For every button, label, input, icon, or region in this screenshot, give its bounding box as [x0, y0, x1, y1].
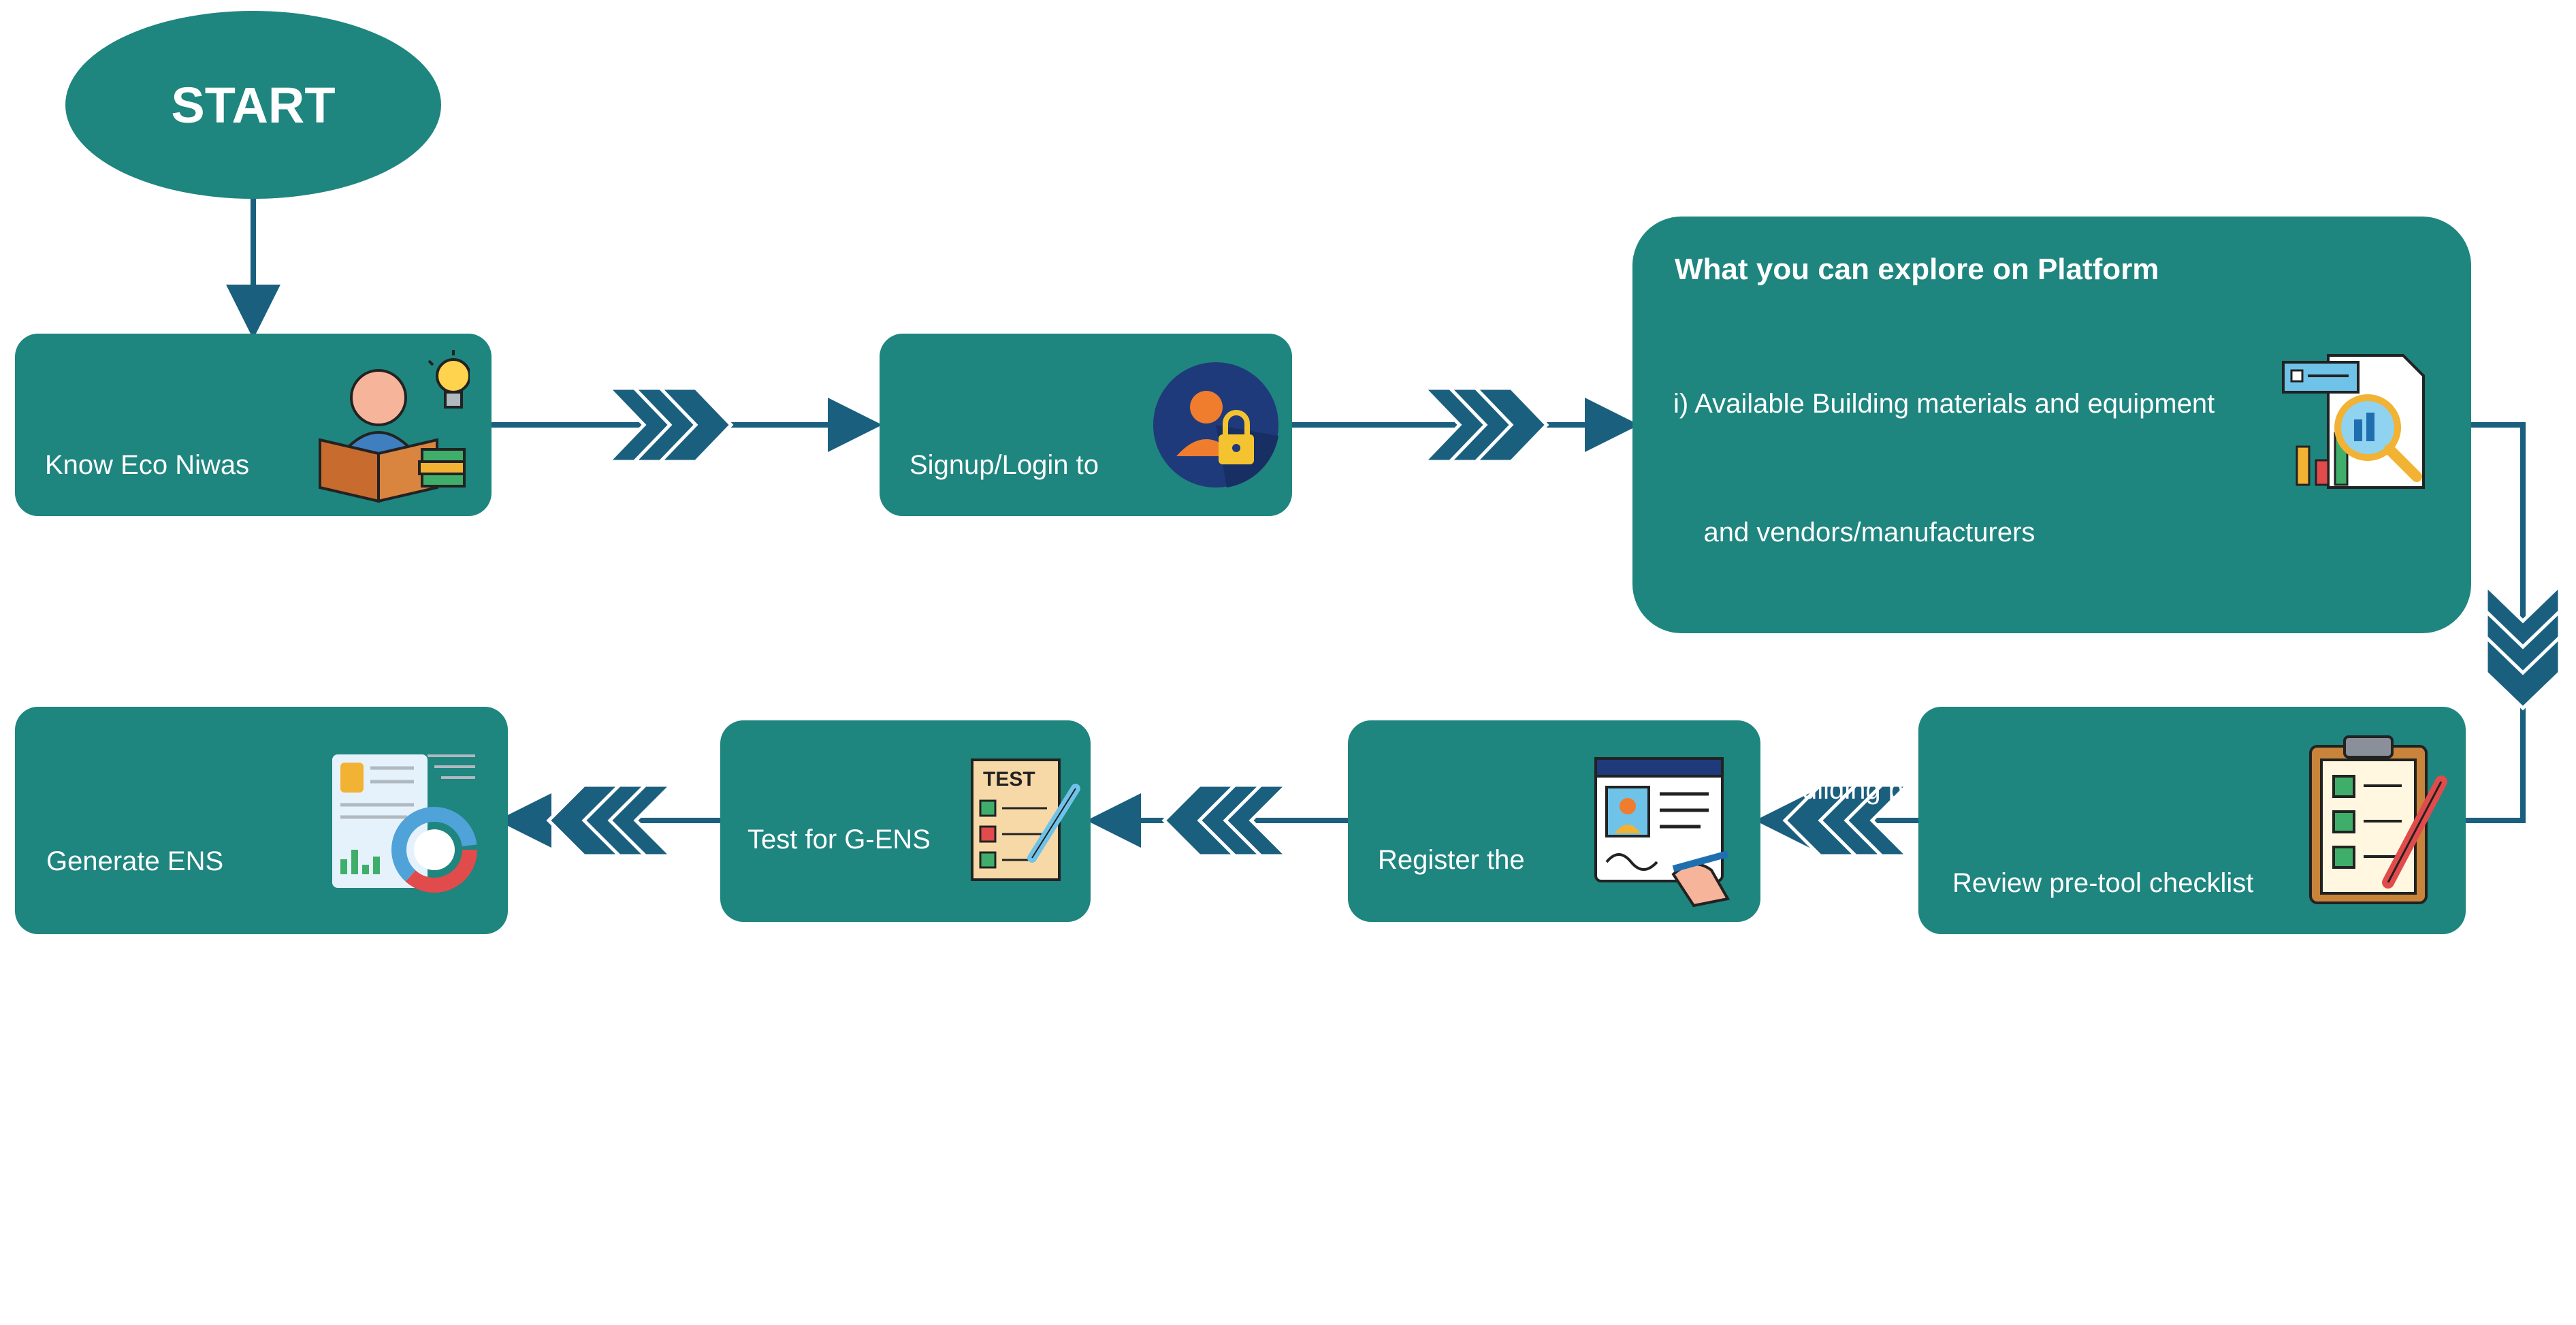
start-node: START	[65, 11, 441, 199]
step-test-line-2: compliance	[747, 951, 886, 981]
step-know-line-1: Know Eco Niwas	[45, 450, 250, 480]
step-review-line-2: for collating input data	[1952, 995, 2219, 1025]
step-generate-line-2: compliance report	[46, 973, 271, 1003]
step-review-line-1: Review pre-tool checklist	[1952, 868, 2254, 898]
chevron-right-2	[1420, 386, 1549, 464]
explore-title: What you can explore on Platform	[1675, 253, 2159, 286]
explore-item-4: iv) FAQs and reading resources for bette…	[1673, 1161, 2353, 1191]
chevron-left-3	[546, 783, 676, 858]
registration-form-icon	[1594, 757, 1730, 908]
test-sheet-label: TEST	[983, 768, 1035, 791]
connectors	[226, 199, 2562, 858]
chevron-left-2	[1161, 783, 1291, 858]
step-generate-line-3: and download	[46, 1100, 216, 1130]
reader-bulb-icon	[319, 350, 470, 503]
step-review-checklist: Review pre-tool checklist for collating …	[1918, 707, 2466, 1025]
chevron-down	[2484, 581, 2562, 711]
step-generate-line-1: Generate ENS	[46, 846, 224, 876]
explore-item-1b: and vendors/manufacturers	[1673, 517, 2035, 547]
step-signup-line-2: the G-ENS 2024	[909, 577, 1110, 607]
step-register-line-2: project on	[1378, 972, 1498, 1002]
step-know-ens: Know Eco Niwas Samhita-2024 & its benefi…	[15, 334, 492, 733]
step-test-line-3: using G-ENS	[747, 1078, 907, 1108]
test-sheet-icon: TEST	[971, 759, 1080, 881]
report-magnifier-icon	[2282, 354, 2425, 489]
step-explore-platform: What you can explore on Platform i) Avai…	[1632, 217, 2471, 1191]
chevron-right-1	[605, 386, 734, 464]
step-register-line-3: G-ENS tool	[1378, 1098, 1516, 1128]
step-generate-report: Generate ENS compliance report and downl…	[15, 707, 508, 1130]
step-test-line-1: Test for G-ENS	[747, 825, 931, 855]
report-chart-icon	[332, 754, 477, 893]
step-test-line-4: 2024 tool	[747, 1204, 867, 1234]
step-test-compliance: Test for G-ENS compliance using G-ENS 20…	[720, 720, 1091, 1234]
explore-item-2a: ii) List of Architects/ENS experts/	[1673, 646, 2069, 676]
start-label: START	[171, 76, 336, 133]
step-register-project: Register the project on G-ENS tool	[1348, 720, 1760, 1128]
step-signup-line-1: Signup/Login to	[909, 450, 1099, 480]
explore-item-1a: i) Available Building materials and equi…	[1673, 389, 2215, 419]
step-know-line-2: Samhita-2024	[45, 577, 215, 607]
checklist-clipboard-icon	[2309, 735, 2447, 904]
step-register-line-1: Register the	[1378, 845, 1525, 875]
chevron-left-1	[1782, 783, 1912, 858]
step-signup: Signup/Login to the G-ENS 2024 Platform	[880, 334, 1292, 733]
user-lock-icon	[1153, 362, 1278, 488]
